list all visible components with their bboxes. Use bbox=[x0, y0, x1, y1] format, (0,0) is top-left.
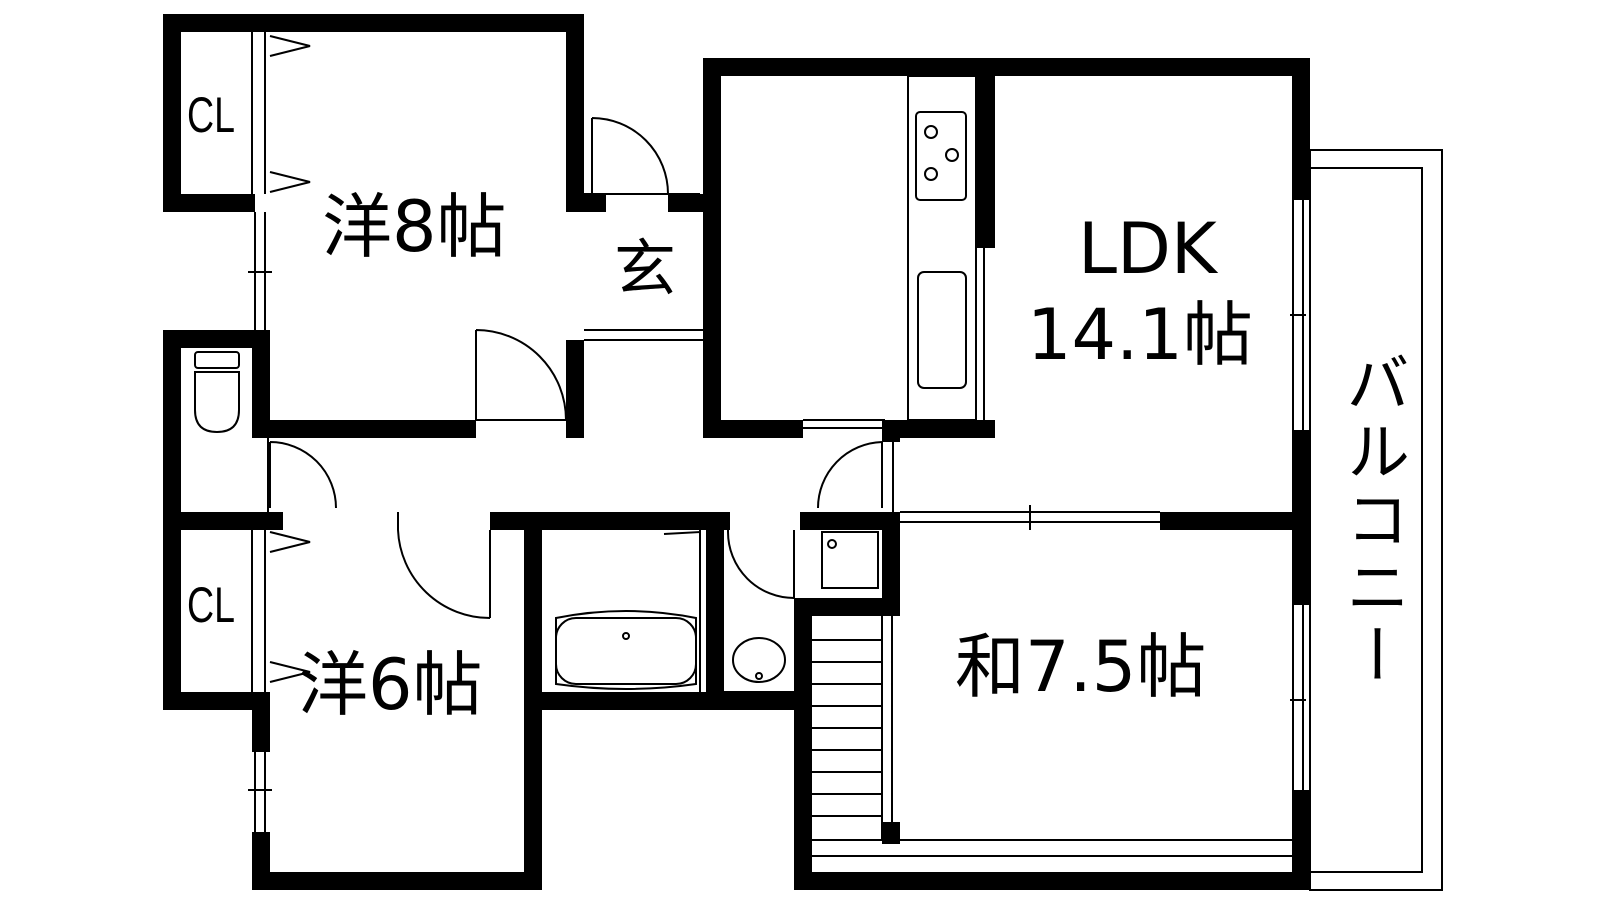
fixtures bbox=[194, 32, 1443, 891]
room-label-ldk-size: 14.1帖 bbox=[1027, 294, 1253, 376]
closet-label-bottom: CL bbox=[187, 577, 235, 633]
closet-label-top: CL bbox=[187, 87, 235, 143]
room-label-ldk: LDK bbox=[1078, 208, 1217, 290]
balcony-label: バルコニー bbox=[1335, 350, 1409, 690]
oshiire-stripes bbox=[812, 639, 1292, 857]
room-label-western-8: 洋8帖 bbox=[322, 186, 507, 268]
room-label-western-6: 洋6帖 bbox=[298, 644, 483, 726]
walls bbox=[163, 14, 1310, 890]
room-label-japanese: 和7.5帖 bbox=[955, 626, 1207, 708]
room-label-entrance: 玄 bbox=[614, 232, 677, 305]
